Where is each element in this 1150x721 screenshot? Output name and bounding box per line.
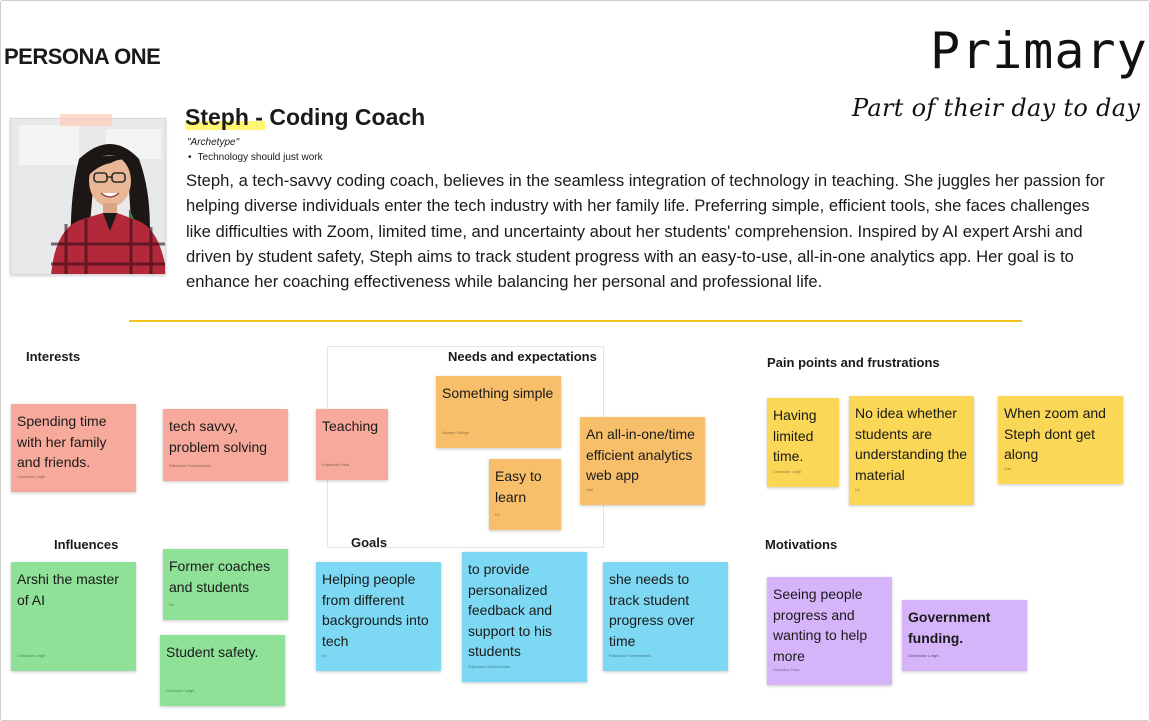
sticky-note-pain-point[interactable]: No idea whether students are understandi…	[849, 396, 974, 505]
sticky-note-motivation[interactable]: Government funding. Chinwoke Leigh	[902, 600, 1027, 671]
note-text: When zoom and Steph dont get along	[1004, 405, 1106, 462]
note-text: Seeing people progress and wanting to he…	[773, 586, 868, 664]
sticky-note-motivation[interactable]: Seeing people progress and wanting to he…	[767, 577, 892, 685]
sticky-note-interest[interactable]: Teaching Katushna Fada	[316, 409, 388, 480]
sticky-note-pain-point[interactable]: When zoom and Steph dont get along Zad	[998, 396, 1123, 484]
note-author: Katushna Fada	[322, 461, 350, 467]
note-author: Rabiolase Sweketoweki	[468, 663, 511, 669]
sticky-note-goal[interactable]: to provide personalized feedback and sup…	[462, 552, 587, 682]
note-text: No idea whether students are understandi…	[855, 405, 968, 483]
note-text: she needs to track student progress over…	[609, 571, 695, 649]
note-author: Kh	[322, 652, 327, 658]
note-author: Chinwoke Leigh	[908, 652, 939, 658]
note-author: Chinwoke Leigh	[166, 687, 195, 693]
note-text: Student safety.	[166, 644, 259, 660]
sticky-note-interest[interactable]: tech savvy, problem solving Rabiolase Sw…	[163, 409, 288, 481]
note-text: Having limited time.	[773, 407, 817, 464]
persona-photo	[10, 118, 166, 275]
note-author: Kh	[169, 601, 174, 607]
note-text: to provide personalized feedback and sup…	[468, 561, 553, 659]
note-text: Easy to learn	[495, 468, 542, 505]
sticky-note-need[interactable]: Easy to learn Kh	[489, 459, 561, 530]
note-author: Chinwoke Leigh	[17, 473, 46, 479]
sticky-note-goal[interactable]: Helping people from different background…	[316, 562, 441, 671]
sticky-note-need[interactable]: An all-in-one/time efficient analytics w…	[580, 417, 705, 505]
persona-bio: Steph, a tech-savvy coding coach, believ…	[186, 171, 1105, 292]
note-text: Teaching	[322, 418, 379, 434]
persona-title: PERSONA ONE	[4, 44, 161, 69]
note-text: Something simple	[442, 385, 554, 401]
interests-heading: Interests	[26, 349, 81, 364]
sticky-note-influence[interactable]: Former coaches and students Kh	[163, 549, 288, 620]
note-text: Government funding.	[908, 609, 991, 646]
archetype-bullet: Technology should just work	[188, 152, 323, 163]
note-author: Kh	[855, 486, 860, 492]
note-author: Alamyn Sillingo	[442, 429, 470, 435]
note-author: Huoratoa Fesa	[773, 666, 800, 672]
sticky-note-pain-point[interactable]: Having limited time. Chinwoke Leigh	[767, 398, 839, 487]
note-author: Zad	[586, 486, 593, 492]
note-author: Rabiolase Sweketoweki	[609, 652, 652, 658]
sticky-note-interest[interactable]: Spending time with her family and friend…	[11, 404, 136, 492]
sticky-note-influence[interactable]: Arshi the master of AI Chinwoke Leigh	[11, 562, 136, 671]
note-text: Helping people from different background…	[322, 571, 429, 649]
note-text: Former coaches and students	[169, 558, 271, 595]
needs-heading: Needs and expectations	[448, 349, 597, 364]
note-author: Rabiolase Sweketoweki	[169, 462, 212, 468]
note-text: An all-in-one/time efficient analytics w…	[586, 426, 695, 483]
note-author: Zad	[1004, 465, 1011, 471]
note-text: Arshi the master of AI	[17, 571, 119, 608]
note-text: Spending time with her family and friend…	[17, 413, 107, 470]
pain-points-heading: Pain points and frustrations	[767, 355, 940, 370]
name-highlight	[185, 121, 265, 130]
primary-label: Primary	[930, 22, 1148, 80]
sticky-note-goal[interactable]: she needs to track student progress over…	[603, 562, 728, 671]
goals-heading: Goals	[351, 535, 388, 550]
archetype-label: "Archetype"	[187, 137, 240, 148]
persona-name: Steph - Coding Coach	[185, 104, 426, 130]
sticky-note-need[interactable]: Something simple Alamyn Sillingo	[436, 376, 561, 448]
photo-tape	[60, 114, 112, 126]
influences-heading: Influences	[54, 537, 119, 552]
note-author: Chinwoke Leigh	[773, 468, 802, 474]
note-author: Chinwoke Leigh	[17, 652, 46, 658]
motivations-heading: Motivations	[765, 537, 838, 552]
note-text: tech savvy, problem solving	[169, 418, 268, 455]
section-divider	[129, 320, 1022, 322]
sticky-note-influence[interactable]: Student safety. Chinwoke Leigh	[160, 635, 285, 706]
tagline: Part of their day to day	[852, 94, 1141, 122]
note-author: Kh	[495, 511, 500, 517]
